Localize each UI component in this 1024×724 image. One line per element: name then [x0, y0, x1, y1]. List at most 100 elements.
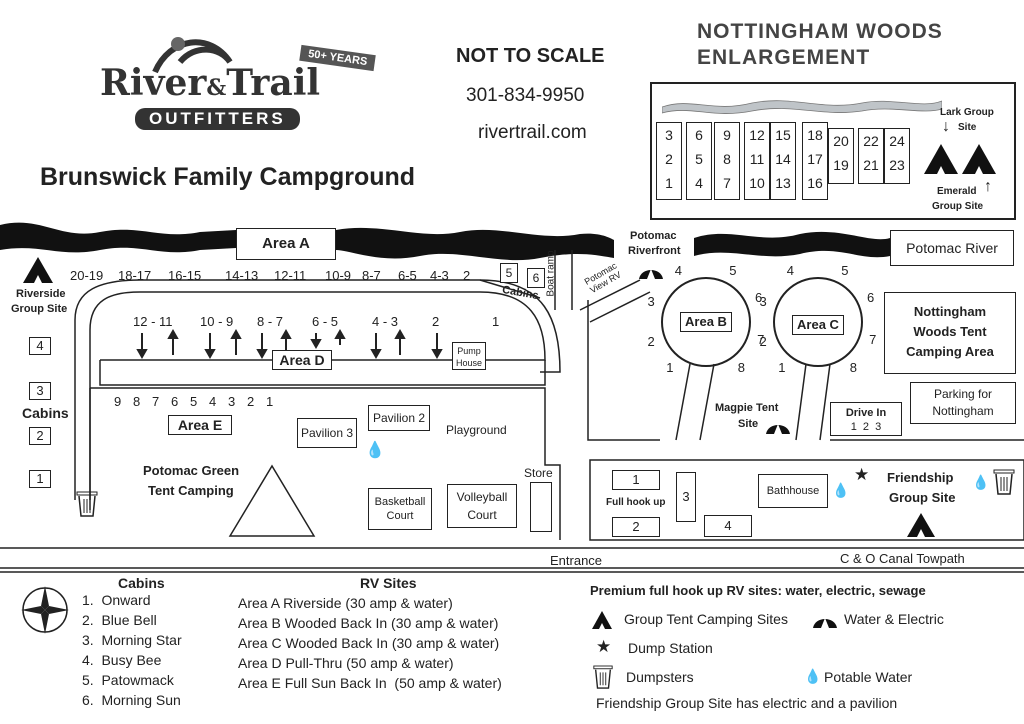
area-e-site-label: 1	[266, 394, 274, 409]
friendship-tent-icon	[907, 513, 935, 537]
enlargement-site-number: 5	[695, 151, 703, 167]
area-d-site-label: 2	[432, 314, 440, 329]
enlargement-site-number: 6	[695, 127, 703, 143]
area-a-box[interactable]: Area A	[236, 228, 336, 260]
enlargement-site-number: 23	[889, 157, 905, 173]
area-a-site-label: 6-5	[398, 268, 417, 283]
area-b-site-number: 8	[737, 359, 745, 375]
river-road	[479, 279, 651, 323]
nottingham-3: Camping Area	[906, 344, 994, 359]
area-c-label: Area C	[797, 317, 839, 332]
area-e-site-label: 5	[190, 394, 198, 409]
area-c-site-number: 1	[778, 359, 786, 375]
tent-area-triangle	[228, 464, 316, 537]
cabin-5[interactable]: 5	[500, 263, 518, 283]
parking-1: Parking for	[933, 387, 993, 401]
area-c-box[interactable]: Area C	[792, 315, 844, 335]
basketball-2: Court	[386, 510, 414, 522]
magpie-label-1: Magpie Tent	[715, 402, 779, 414]
legend-dumpsters: Dumpsters	[626, 669, 694, 685]
area-d-label: Area D	[279, 352, 325, 368]
area-d-box[interactable]: Area D	[272, 350, 332, 370]
legend-friendship-note: Friendship Group Site has electric and a…	[596, 695, 898, 711]
enlargement-site-number: 13	[775, 175, 791, 191]
emerald-label-2: Group Site	[932, 201, 984, 212]
brand-trail: Trail	[226, 62, 321, 104]
parking-2: Nottingham	[932, 404, 994, 418]
enlargement-site-number: 19	[833, 157, 849, 173]
cabin-box[interactable]: 1	[29, 470, 51, 488]
area-a-site-label: 2	[463, 268, 471, 283]
towpath-label: C & O Canal Towpath	[840, 551, 965, 566]
legend-dumpster-icon	[593, 665, 613, 689]
river-band	[694, 231, 890, 258]
enlargement-site-number: 10	[749, 175, 765, 191]
area-a-site-label: 8-7	[362, 268, 381, 283]
enlargement-site-number: 1	[665, 175, 673, 191]
road-loop	[89, 291, 546, 500]
volleyball-2: Court	[467, 508, 497, 522]
cabin-box[interactable]: 4	[29, 337, 51, 355]
enlargement-title-1: NOTTINGHAM WOODS	[697, 20, 943, 43]
pavilion-2[interactable]: Pavilion 2	[368, 405, 430, 431]
legend-rv-item: Area E Full Sun Back In (50 amp & water)	[238, 675, 502, 691]
area-b-loop	[661, 277, 751, 367]
area-a-site-label: 18-17	[118, 268, 152, 283]
pavilion-3[interactable]: Pavilion 3	[297, 418, 357, 448]
hookup-2[interactable]: 2	[612, 517, 660, 537]
hookup-3[interactable]: 3	[676, 472, 696, 522]
friendship-dumpster-icon	[993, 469, 1015, 495]
full-hookup-label: Full hook up	[606, 497, 666, 508]
hookup-1[interactable]: 1	[612, 470, 660, 490]
area-b-label: Area B	[685, 314, 727, 329]
riverside-label-2: Group Site	[11, 303, 68, 315]
brand-amp: &	[206, 75, 227, 101]
legend-rv-item: Area B Wooded Back In (30 amp & water)	[238, 615, 499, 631]
legend-cabin-item: 4. Busy Bee	[82, 652, 162, 668]
pavilion-3-label: Pavilion 3	[300, 426, 354, 440]
group-tent-icon	[924, 144, 996, 174]
cabin-box[interactable]: 3	[29, 382, 51, 400]
area-b-box[interactable]: Area B	[680, 312, 732, 332]
friendship-label-1: Friendship	[887, 470, 954, 485]
road-area-e	[90, 387, 561, 540]
cabin-box[interactable]: 2	[29, 427, 51, 445]
hookup-4[interactable]: 4	[704, 515, 752, 537]
area-a-site-label: 4-3	[430, 268, 449, 283]
potable-water-icon: 💧	[365, 442, 385, 459]
lark-label-2: Site	[958, 122, 977, 133]
entrance-label: Entrance	[550, 553, 603, 568]
area-d-site-label: 8 - 7	[257, 314, 284, 329]
area-b-site-number: 7	[757, 331, 765, 347]
legend-potable-water: Potable Water	[824, 669, 913, 685]
dumpster-icon	[76, 491, 98, 517]
area-c-stem	[795, 363, 831, 441]
pavilion-2-label: Pavilion 2	[372, 411, 426, 425]
phone-number: 301-834-9950	[466, 85, 585, 106]
area-d-site-label: 1	[492, 314, 500, 329]
emerald-label-1: Emerald	[937, 186, 977, 197]
basketball-1: Basketball	[374, 496, 426, 508]
enlargement-site-number: 12	[749, 127, 765, 143]
area-e-box[interactable]: Area E	[168, 415, 232, 435]
cabin-5-num: 5	[505, 266, 513, 280]
area-c-site-number: 7	[869, 331, 877, 347]
dump-station-icon: ★	[854, 465, 870, 484]
magpie-tent-icon	[766, 424, 790, 434]
enlargement-site-number: 4	[695, 175, 703, 191]
enlargement-site-number: 8	[723, 151, 731, 167]
cabin-6[interactable]: 6	[527, 268, 545, 288]
website-link[interactable]: rivertrail.com	[478, 122, 587, 143]
area-d-site-label: 12 - 11	[133, 314, 173, 329]
cabins-left-label: Cabins	[22, 405, 69, 421]
drive-in-label: Drive In	[845, 407, 887, 419]
enlargement-site-number: 17	[807, 151, 823, 167]
enlargement-site-number: 3	[665, 127, 673, 143]
nottingham-1: Nottingham	[913, 304, 987, 319]
